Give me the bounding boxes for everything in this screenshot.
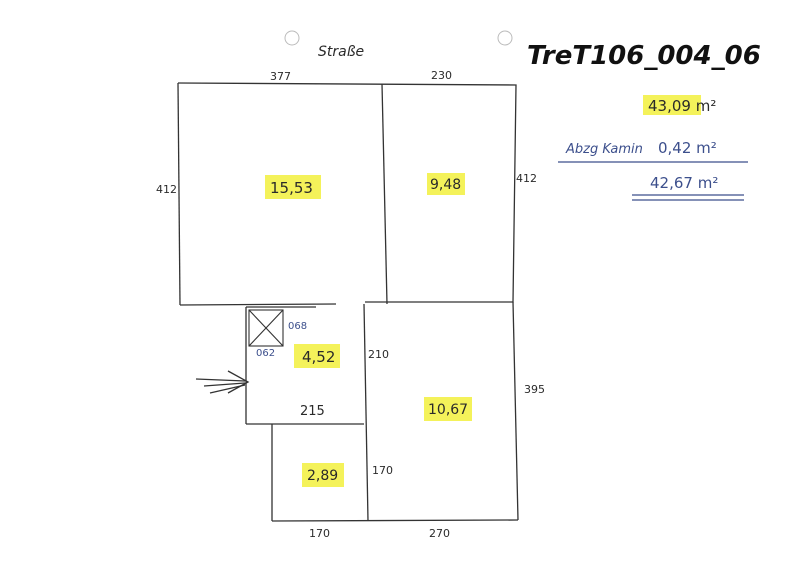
chimney-box (248, 309, 284, 347)
total-area: 43,09 m² (648, 97, 716, 115)
wall-hall-right (363, 303, 369, 522)
street-label: Straße (318, 44, 364, 60)
dim-small-room-height: 170 (372, 464, 393, 477)
highlight-total (643, 95, 701, 115)
wall-divider-upper (381, 83, 388, 305)
dim-bottom-right: 270 (429, 527, 450, 540)
dim-lower-right-height: 395 (524, 383, 545, 396)
room-4-area: 10,67 (428, 402, 468, 418)
wall-bottom (271, 519, 519, 522)
dim-top-right: 230 (431, 69, 452, 82)
document-code: TreT106_004_06 (527, 41, 761, 71)
walls (177, 82, 519, 522)
dim-top-left: 377 (270, 70, 291, 83)
wall-upper-left (177, 82, 181, 306)
dim-right-height: 412 (516, 172, 537, 185)
highlight-room-2 (427, 173, 465, 195)
highlight-room-4 (424, 397, 472, 421)
entrance-arrow-icon (195, 370, 250, 394)
highlight-hall (294, 344, 340, 368)
dim-bottom-left: 170 (309, 527, 330, 540)
dim-hall-inner-height: 210 (368, 348, 389, 361)
outer-wall-upper (177, 82, 517, 303)
net-area: 42,67 m² (650, 174, 718, 192)
highlight-room-5 (302, 463, 344, 487)
wall-lower-right (512, 301, 519, 521)
dim-hall-width: 215 (300, 404, 325, 419)
punch-hole-right (497, 30, 513, 46)
room-1-area: 15,53 (270, 179, 313, 197)
punch-hole-left (284, 30, 300, 46)
chimney-height: 068 (288, 321, 307, 332)
wall-upper-bottom-left (179, 303, 337, 306)
dim-left-height: 412 (156, 183, 177, 196)
room-5-area: 2,89 (307, 468, 338, 484)
chimney-width: 062 (256, 348, 275, 359)
deduction-value: 0,42 m² (658, 139, 717, 157)
highlight-room-1 (265, 175, 321, 199)
deduction-label: Abzg Kamin (565, 142, 643, 157)
room-2-area: 9,48 (430, 177, 461, 193)
hall-area: 4,52 (302, 348, 335, 366)
